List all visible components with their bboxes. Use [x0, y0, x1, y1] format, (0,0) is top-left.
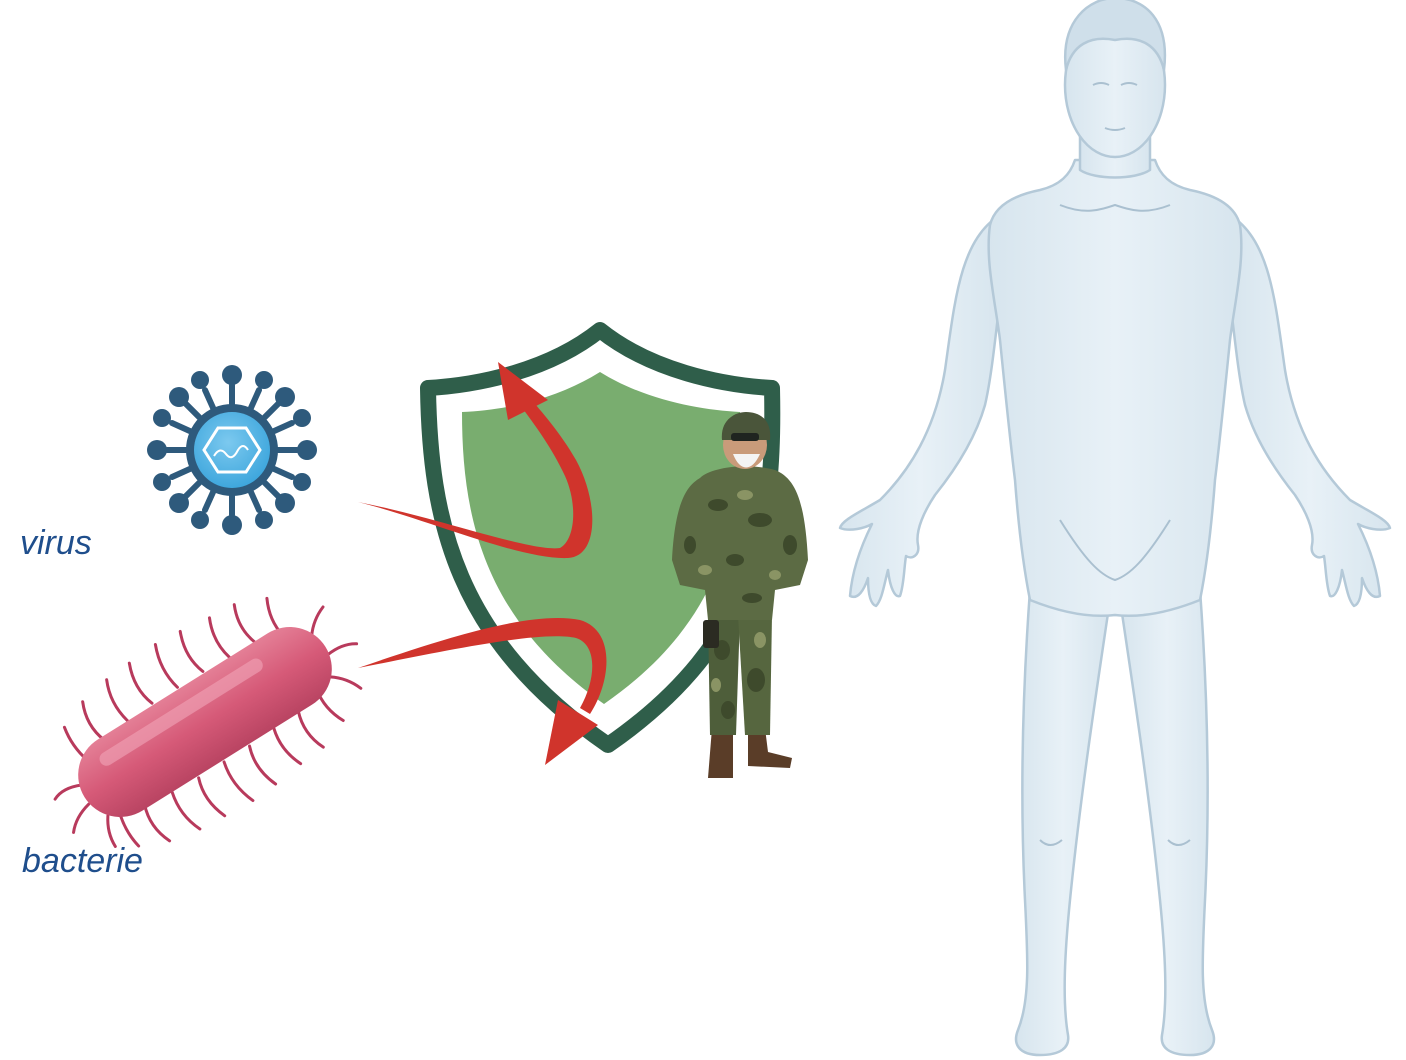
human-body-icon: [840, 0, 1390, 1055]
bacteria-icon: [12, 554, 398, 890]
virus-icon: [147, 365, 317, 535]
bacteria-label: bacterie: [22, 842, 143, 881]
virus-label: virus: [20, 524, 92, 563]
